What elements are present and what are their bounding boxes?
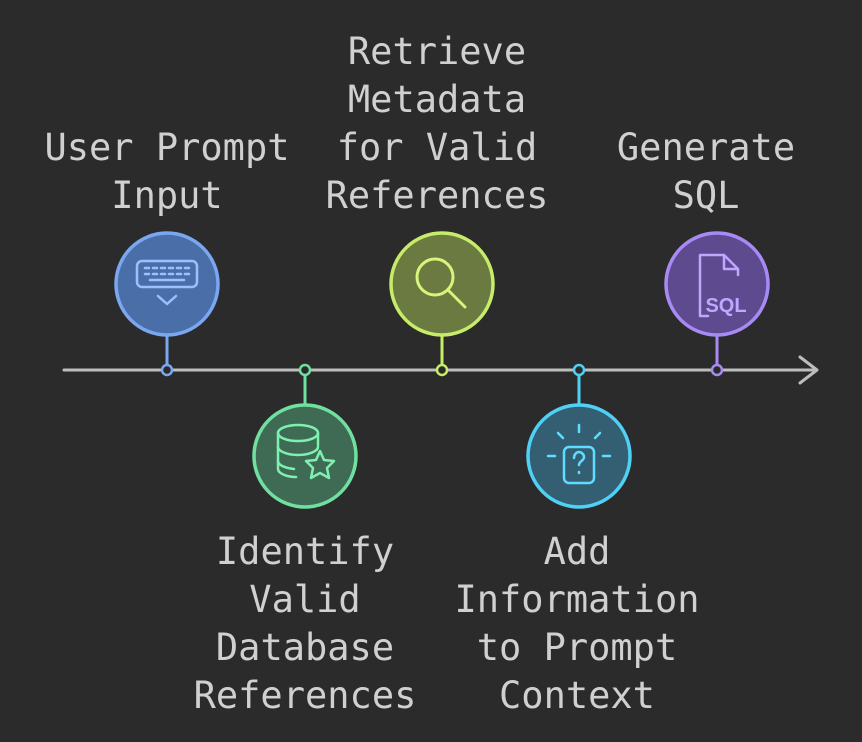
step-icon-circle: [389, 231, 495, 337]
magnifier-icon: [415, 257, 467, 309]
step-retrieve-metadata: [389, 231, 495, 377]
lightbulb-question-icon: [546, 423, 612, 485]
step-label-retrieve-metadata: Retrieve Metadata for Valid References: [287, 28, 587, 220]
step-label-add-information: Add Information to Prompt Context: [427, 528, 727, 720]
label-line: Generate: [616, 126, 796, 169]
step-icon-circle: [252, 403, 358, 509]
label-line: References: [325, 174, 549, 217]
label-line: to Prompt: [476, 626, 678, 669]
step-node: [160, 363, 174, 377]
label-line: Identify: [215, 530, 395, 573]
label-line: Valid: [249, 578, 361, 621]
step-node: [435, 363, 449, 377]
label-line: Context: [499, 674, 655, 717]
label-line: Input: [111, 174, 223, 217]
sql-file-icon: [698, 253, 740, 318]
timeline-arrowhead: [798, 355, 819, 385]
label-line: Database: [215, 626, 395, 669]
step-user-prompt-input: [114, 231, 220, 377]
keyboard-icon: [135, 259, 199, 306]
label-line: SQL: [672, 174, 740, 217]
step-icon-circle: [114, 231, 220, 337]
step-icon-circle: [664, 231, 770, 337]
database-star-icon: [276, 423, 336, 480]
step-identify-valid-database-references: [252, 363, 358, 509]
step-node: [710, 363, 724, 377]
step-node: [572, 363, 586, 377]
step-label-generate-sql: Generate SQL: [556, 124, 856, 220]
step-node: [298, 363, 312, 377]
step-add-information: [526, 363, 632, 509]
label-line: Add: [543, 530, 611, 573]
sql-file-icon-text: SQL: [705, 295, 746, 317]
step-label-identify-valid-database-references: Identify Valid Database References: [155, 528, 455, 720]
label-line: Retrieve: [347, 30, 527, 73]
label-line: for Valid: [336, 126, 538, 169]
label-line: References: [193, 674, 417, 717]
step-generate-sql: SQL: [664, 231, 770, 377]
label-line: Metadata: [347, 78, 527, 121]
step-label-user-prompt-input: User Prompt Input: [17, 124, 317, 220]
step-icon-circle: [526, 403, 632, 509]
label-line: Information: [454, 578, 700, 621]
label-line: User Prompt: [44, 126, 290, 169]
